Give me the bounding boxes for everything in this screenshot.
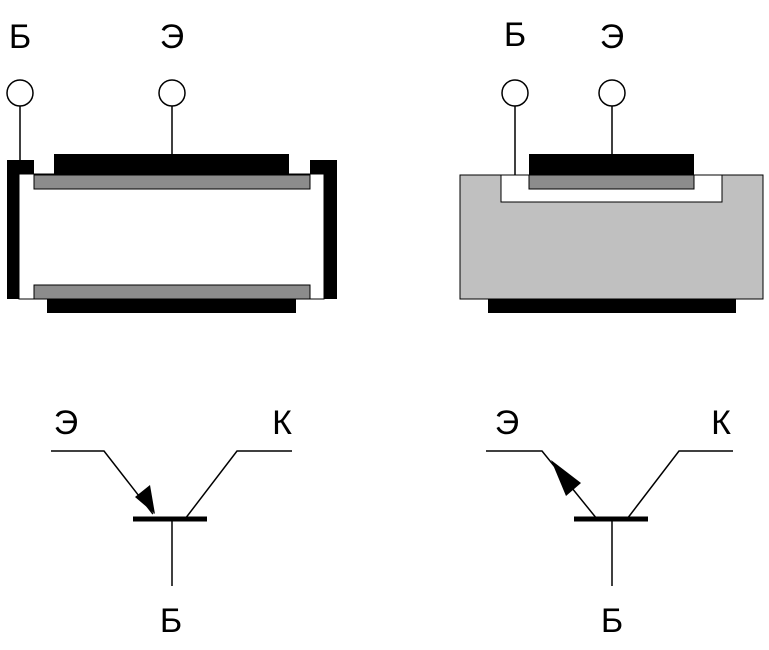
structure-left-emitter-terminal [158,79,186,107]
structure-right-emitter-label: Э [600,18,624,56]
structure-left: Б Э [6,18,337,313]
symbol-left-collector-label: К [272,404,292,442]
structure-left-emitter-electrode [54,154,289,175]
symbol-left-emitter-lead [51,450,154,515]
symbol-right-emitter-lead [486,450,598,520]
structure-right-emitter-region [528,174,695,190]
symbol-left: Э К Б [51,404,292,640]
structure-right-collector-electrode [488,299,736,313]
structure-left-base-contact-left [7,160,34,299]
symbol-left-collector-lead [184,450,292,520]
symbol-right-emitter-arrow [551,460,581,496]
structure-right: Б Э [459,16,764,313]
symbol-right-collector-label: К [711,404,731,442]
structure-right-emitter-electrode [529,154,694,175]
structure-left-emitter-label: Э [160,18,184,56]
symbol-left-emitter-label: Э [54,404,78,442]
symbol-right: Э К Б [486,404,733,640]
structure-left-base-contact-right [310,160,337,299]
structure-left-base-label: Б [9,18,31,56]
structure-left-collector-electrode [47,299,296,313]
structure-left-collector-region [33,284,311,300]
structure-right-emitter-terminal [598,79,626,107]
symbol-left-emitter-arrow [135,485,155,514]
symbol-right-base-label: Б [601,602,623,640]
structure-right-base-terminal [501,79,529,107]
structure-right-base-label: Б [504,16,526,54]
symbol-right-emitter-label: Э [495,404,519,442]
structure-left-emitter-region [33,174,311,190]
symbol-right-collector-lead [626,450,733,520]
structure-left-base-body [18,173,325,300]
structure-left-base-terminal [6,79,34,107]
symbol-left-base-label: Б [160,602,182,640]
